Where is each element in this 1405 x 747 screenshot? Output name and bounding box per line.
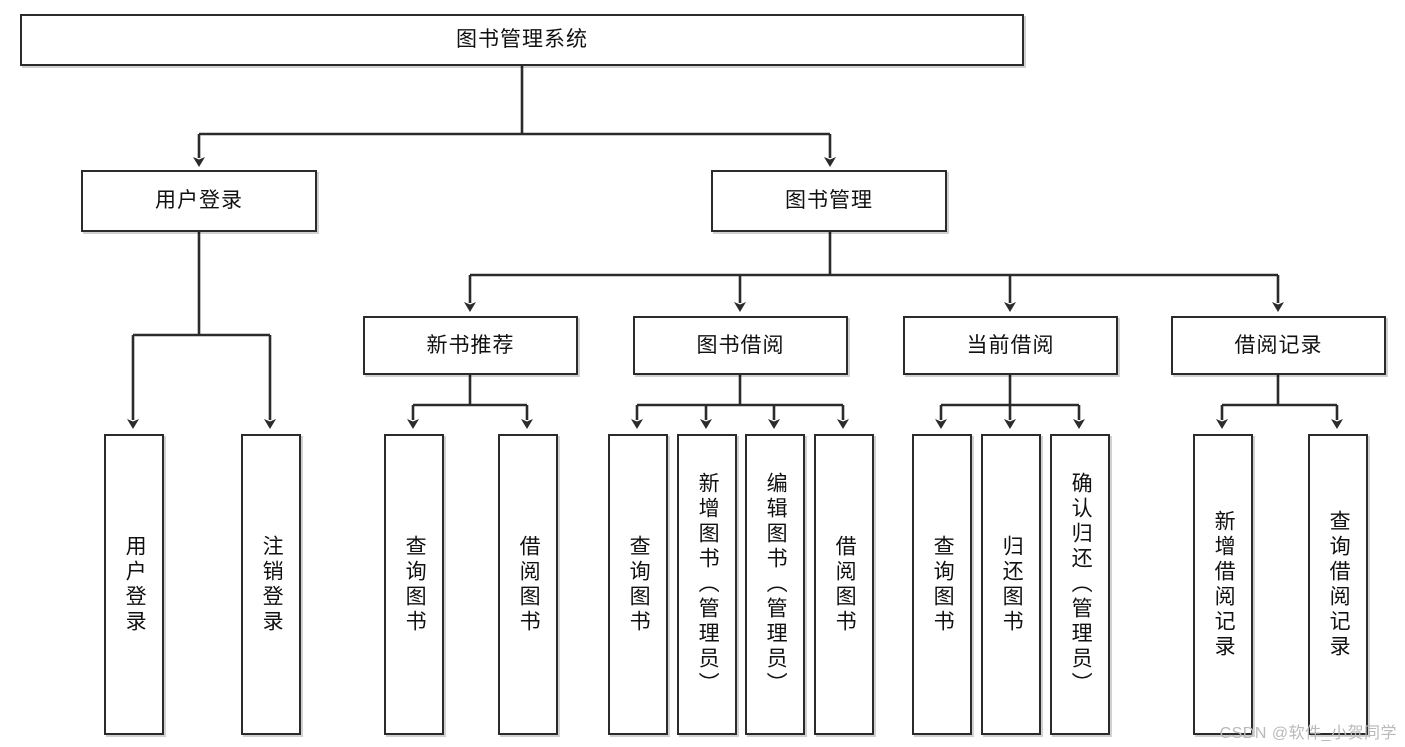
- node-label: 图书管理: [785, 189, 873, 213]
- leaf-borrow-book[interactable]: 借阅图书: [814, 434, 874, 735]
- leaf-query-borrow-record[interactable]: 查询借阅记录: [1308, 434, 1368, 735]
- watermark-text: CSDN @软件_小贺同学: [1219, 725, 1397, 742]
- node-label: 新书推荐: [426, 333, 515, 357]
- leaf-add-book-admin[interactable]: 新增图书（管理员）: [677, 434, 737, 735]
- node-label: 注销登录: [260, 534, 284, 635]
- node-label: 图书借阅: [696, 333, 785, 357]
- leaf-user-login[interactable]: 用户登录: [104, 434, 164, 735]
- node-label: 新增图书（管理员）: [696, 472, 720, 697]
- leaf-logout[interactable]: 注销登录: [241, 434, 301, 735]
- node-label: 查询借阅记录: [1327, 509, 1351, 660]
- leaf-query-book-borrow[interactable]: 查询图书: [608, 434, 668, 735]
- leaf-borrow-book-recommend[interactable]: 借阅图书: [498, 434, 558, 735]
- node-label: 编辑图书（管理员）: [764, 472, 788, 697]
- node-new-book-recommend[interactable]: 新书推荐: [363, 316, 578, 375]
- node-label: 确认归还（管理员）: [1069, 472, 1093, 697]
- node-book-borrow[interactable]: 图书借阅: [633, 316, 848, 375]
- node-label: 图书管理系统: [456, 28, 588, 52]
- node-label: 借阅记录: [1234, 333, 1323, 357]
- leaf-edit-book-admin[interactable]: 编辑图书（管理员）: [745, 434, 805, 735]
- node-label: 当前借阅: [966, 333, 1055, 357]
- node-root-book-management-system[interactable]: 图书管理系统: [20, 14, 1024, 66]
- leaf-confirm-return-admin[interactable]: 确认归还（管理员）: [1050, 434, 1110, 735]
- node-user-login[interactable]: 用户登录: [81, 170, 317, 232]
- node-label: 新增借阅记录: [1212, 509, 1236, 660]
- node-label: 查询图书: [931, 534, 955, 635]
- leaf-query-book-current[interactable]: 查询图书: [912, 434, 972, 735]
- leaf-add-borrow-record[interactable]: 新增借阅记录: [1193, 434, 1253, 735]
- node-label: 查询图书: [627, 534, 651, 635]
- node-label: 借阅图书: [833, 534, 857, 635]
- node-borrow-record[interactable]: 借阅记录: [1171, 316, 1386, 375]
- node-book-management[interactable]: 图书管理: [711, 170, 947, 232]
- node-label: 查询图书: [403, 534, 427, 635]
- leaf-query-book-recommend[interactable]: 查询图书: [384, 434, 444, 735]
- node-label: 用户登录: [155, 189, 243, 213]
- node-current-borrow[interactable]: 当前借阅: [903, 316, 1118, 375]
- node-label: 借阅图书: [517, 534, 541, 635]
- node-label: 用户登录: [123, 534, 147, 635]
- leaf-return-book[interactable]: 归还图书: [981, 434, 1041, 735]
- node-label: 归还图书: [1000, 534, 1024, 635]
